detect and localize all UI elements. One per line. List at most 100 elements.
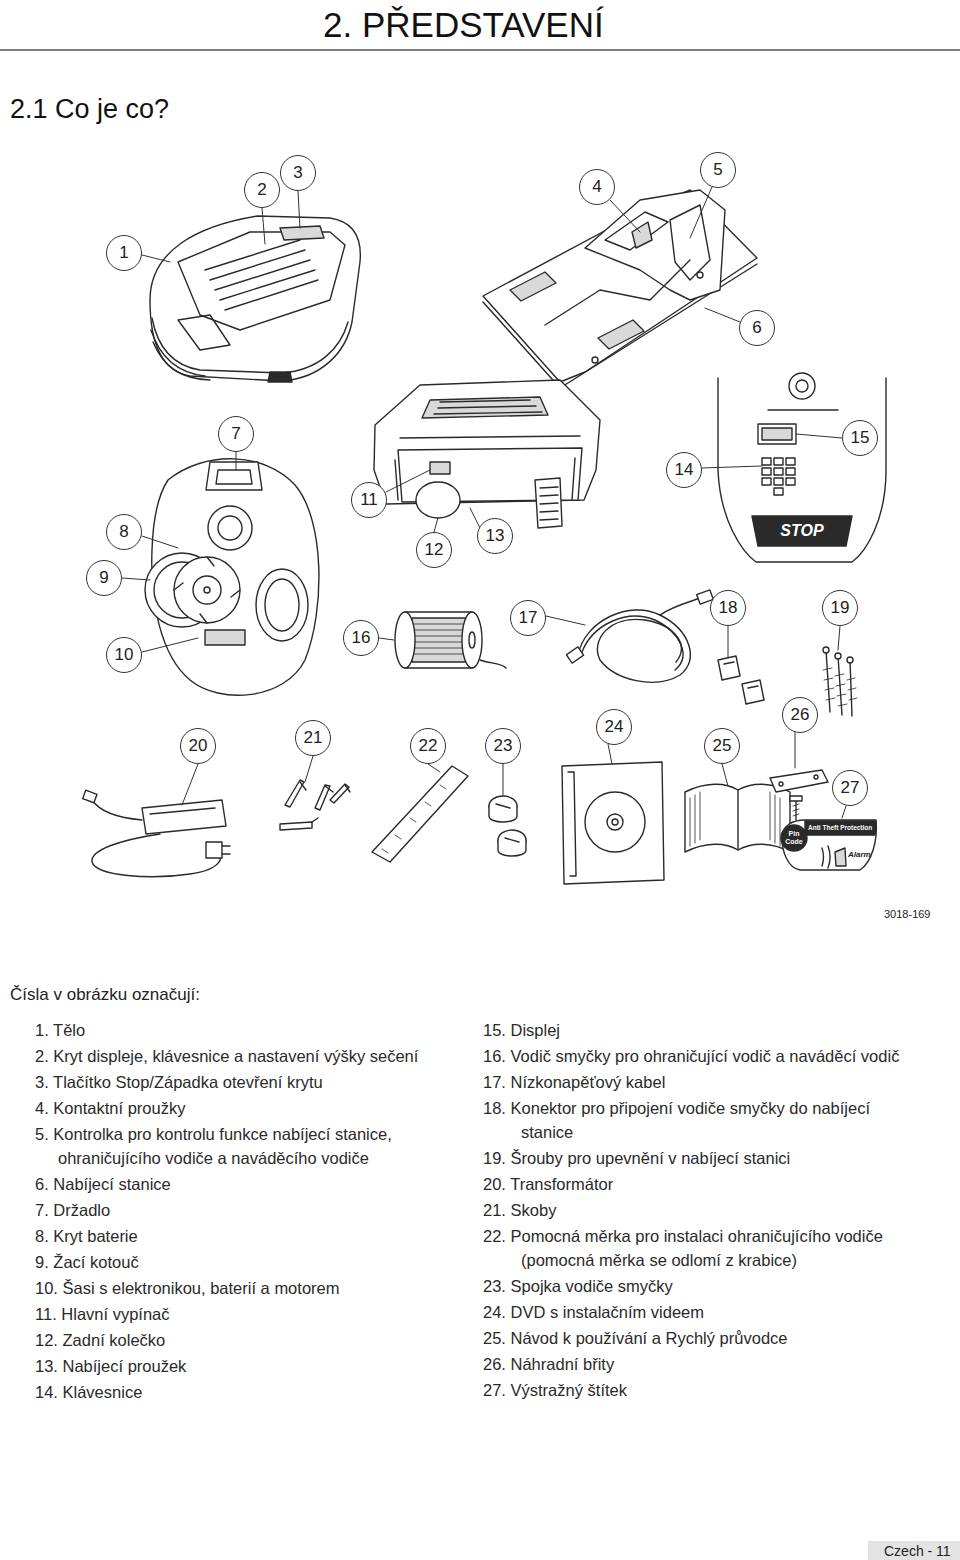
sticker-text: Alarm: [848, 850, 871, 860]
callout-number: 1: [106, 235, 142, 271]
screws-part: [835, 653, 841, 659]
leader-lines-part: [722, 764, 728, 786]
mower-underside-part: [265, 579, 299, 631]
keypad-cover-part: [774, 488, 783, 495]
callout-number: 23: [485, 728, 521, 764]
keypad-cover: [718, 373, 886, 562]
dvd-case-part: [562, 762, 664, 884]
wire-connectors-part: [724, 662, 734, 664]
loop-wire-spool-part: [480, 660, 506, 668]
section-heading: 2.1 Co je co?: [10, 93, 169, 125]
leader-lines-part: [305, 756, 313, 782]
callout-number: 12: [416, 532, 452, 568]
leader-lines-part: [298, 191, 300, 228]
legend-item: 4. Kontaktní proužky: [35, 1096, 467, 1120]
manual-book-part: [685, 784, 790, 852]
mower-top-view: [150, 216, 360, 382]
mower-top-view-part: [150, 216, 360, 381]
legend-item: 6. Nabíjecí stanice: [35, 1172, 467, 1196]
charging-station-part: [483, 190, 757, 382]
keypad-cover-part: [752, 516, 852, 546]
dvd-case-part: [585, 792, 645, 852]
figure-reference: 3018-169: [884, 907, 931, 921]
manual-book-part: [737, 790, 738, 850]
charging-station-part: [632, 222, 652, 248]
keypad-cover-part: [774, 458, 783, 465]
legend-item: 25. Návod k používání a Rychlý průvodce: [483, 1326, 925, 1350]
keypad-cover-part: [768, 409, 838, 410]
wire-connectors: [718, 656, 764, 704]
leader-lines-part: [705, 308, 740, 322]
wire-couplers-part: [496, 804, 510, 808]
mower-rear-view-part: [540, 487, 558, 520]
legend-item: 11. Hlavní vypínač: [35, 1302, 467, 1326]
legend-item: 24. DVD s instalačním videem: [483, 1300, 925, 1324]
callout-number: 7: [218, 416, 254, 452]
mower-top-view-part: [268, 372, 292, 382]
footer-band: [868, 1541, 960, 1560]
mower-rear-view-part: [416, 482, 460, 518]
keypad-cover-part: [774, 468, 783, 475]
mower-top-view-part: [178, 232, 345, 330]
legend-item: 19. Šrouby pro upevnění v nabíjecí stani…: [483, 1146, 925, 1170]
callout-number: 13: [477, 518, 513, 554]
leader-lines-part: [182, 764, 198, 805]
transformer-part: [150, 808, 215, 814]
keypad-cover-part: [796, 380, 808, 392]
spare-blade: [770, 770, 828, 820]
wire-connectors-part: [748, 686, 758, 688]
keypad-cover-part: [718, 378, 886, 562]
callout-number: 8: [106, 514, 142, 550]
measuring-gauge-part: [382, 785, 446, 853]
loop-wire-spool-part: [462, 612, 482, 668]
transformer-part: [206, 842, 222, 858]
charging-station-part: [510, 272, 556, 301]
callout-number: 27: [832, 770, 868, 806]
mower-rear-view-part: [400, 436, 580, 438]
mower-underside-part: [206, 462, 262, 490]
callout-number: 26: [782, 697, 818, 733]
keypad-cover-part: [789, 373, 815, 399]
callout-number: 9: [86, 560, 122, 596]
spare-blade-part: [790, 796, 802, 801]
dvd-case-part: [568, 772, 576, 876]
leader-lines-part: [796, 434, 842, 438]
legend-item: 20. Transformátor: [483, 1172, 925, 1196]
stakes-part: [345, 785, 350, 792]
keypad-cover-part: [762, 468, 771, 475]
low-voltage-cable-part: [582, 616, 683, 670]
screws-part: [823, 647, 829, 653]
transformer-part: [92, 800, 142, 820]
loop-wire-spool-part: [469, 632, 475, 648]
mower-top-view-part: [280, 226, 324, 240]
spare-blade-part: [793, 804, 799, 816]
leader-lines-part: [470, 508, 480, 528]
legend-column: 1. Tělo2. Kryt displeje, klávesnice a na…: [35, 1018, 467, 1406]
legend-item: 18. Konektor pro připojení vodiče smyčky…: [483, 1096, 925, 1144]
legend-item: 27. Výstražný štítek: [483, 1378, 925, 1402]
spare-blade-part: [770, 770, 828, 792]
charging-station: [483, 190, 757, 388]
low-voltage-cable-part: [578, 610, 690, 682]
leader-lines-part: [122, 578, 150, 580]
warning-sticker: [781, 820, 876, 870]
leader-lines-part: [434, 518, 438, 532]
leader-lines-part: [702, 466, 762, 468]
screws-part: [823, 668, 857, 706]
mower-top-view-part: [178, 315, 230, 350]
keypad-cover-part: [786, 478, 795, 485]
spare-blade-part: [779, 782, 783, 786]
keypad-cover-part: [786, 468, 795, 475]
warning-sticker-part: [822, 846, 830, 868]
spare-blade-part: [814, 775, 818, 779]
mower-underside: [145, 459, 319, 695]
callout-number: 3: [280, 155, 316, 191]
leader-lines-part: [546, 616, 585, 625]
low-voltage-cable-part: [660, 598, 700, 615]
callout-number: 16: [343, 620, 379, 656]
mower-rear-view-part: [374, 380, 600, 504]
charging-station-part: [697, 272, 703, 278]
mower-rear-view-part: [535, 478, 562, 528]
legend-item: 12. Zadní kolečko: [35, 1328, 467, 1352]
